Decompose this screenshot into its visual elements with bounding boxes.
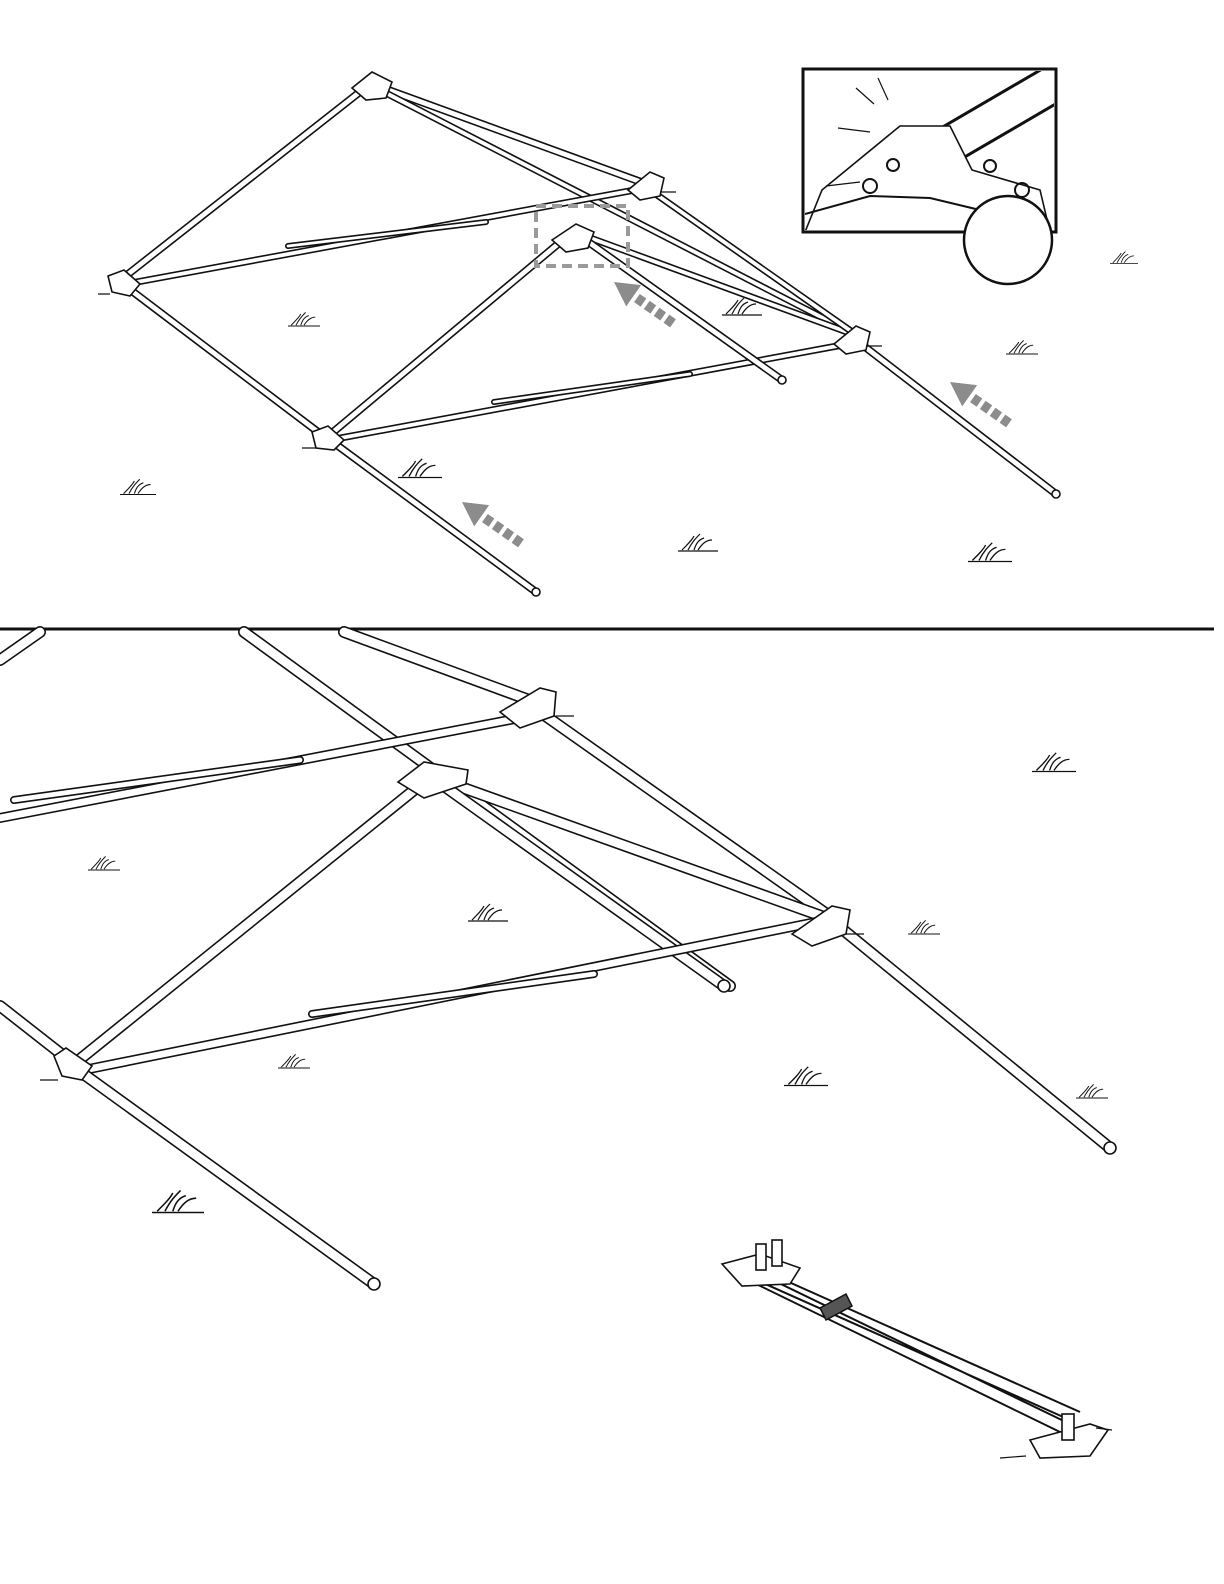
base-post bbox=[772, 1240, 782, 1266]
bottom-grass-tufts bbox=[88, 753, 1108, 1213]
grass-tuft-icon bbox=[908, 920, 940, 934]
tube-end-cap bbox=[718, 980, 730, 992]
tube-end-cap bbox=[532, 588, 540, 596]
detail-inset bbox=[803, 69, 1060, 284]
brace-back-large bbox=[14, 760, 300, 800]
rafter-front-right-large bbox=[430, 776, 838, 922]
grass-tuft-icon bbox=[398, 459, 442, 478]
top-push-arrows bbox=[455, 271, 1017, 554]
leg-front-right-large bbox=[836, 924, 1110, 1148]
rafter-front-left bbox=[326, 234, 570, 438]
rafter-upper-left-cut bbox=[0, 632, 40, 660]
tube-end-cap bbox=[778, 376, 786, 384]
tube-end-cap bbox=[1104, 1142, 1116, 1154]
grass-tuft-icon bbox=[968, 543, 1012, 562]
rafter-back-right-cut bbox=[344, 632, 540, 704]
leg-front-left bbox=[330, 440, 536, 592]
grass-tuft-icon bbox=[1032, 753, 1076, 772]
brace-front bbox=[494, 374, 690, 402]
rafter-back-right bbox=[372, 84, 652, 186]
grass-tuft-icon bbox=[88, 856, 120, 870]
grass-tuft-icon bbox=[278, 1054, 310, 1068]
magnifier-circle-icon bbox=[964, 196, 1052, 284]
grass-tuft-icon bbox=[1006, 340, 1038, 354]
brace-back bbox=[288, 222, 486, 246]
leg-front-right bbox=[856, 340, 1056, 494]
base-rail-bundle bbox=[722, 1240, 1112, 1458]
base-post bbox=[1062, 1414, 1074, 1440]
grass-tuft-icon bbox=[288, 312, 320, 326]
grass-tuft-icon bbox=[1076, 1084, 1108, 1098]
tube-end-cap bbox=[1052, 490, 1060, 498]
grass-tuft-icon bbox=[468, 904, 508, 921]
rafter-front-left-large bbox=[74, 782, 424, 1064]
grass-tuft-icon bbox=[678, 534, 718, 551]
leg-front-left-large bbox=[78, 1070, 374, 1284]
push-arrow-icon bbox=[943, 371, 1017, 434]
grass-tuft-icon bbox=[1110, 252, 1138, 264]
rafter-back-left bbox=[118, 84, 370, 282]
grass-tuft-icon bbox=[120, 479, 156, 494]
leg-back-front-left bbox=[120, 282, 326, 438]
eave-rail-front bbox=[330, 344, 848, 440]
grass-tuft-icon bbox=[784, 1067, 828, 1086]
tube-end-cap bbox=[368, 1278, 380, 1290]
bottom-frame-tubes bbox=[0, 632, 1116, 1290]
top-panel bbox=[98, 69, 1138, 596]
base-post bbox=[756, 1244, 766, 1270]
grass-tuft-icon bbox=[152, 1190, 204, 1212]
ridge-pole-upper bbox=[384, 92, 858, 336]
bottom-panel bbox=[0, 632, 1116, 1458]
brace-front-large bbox=[312, 974, 594, 1014]
